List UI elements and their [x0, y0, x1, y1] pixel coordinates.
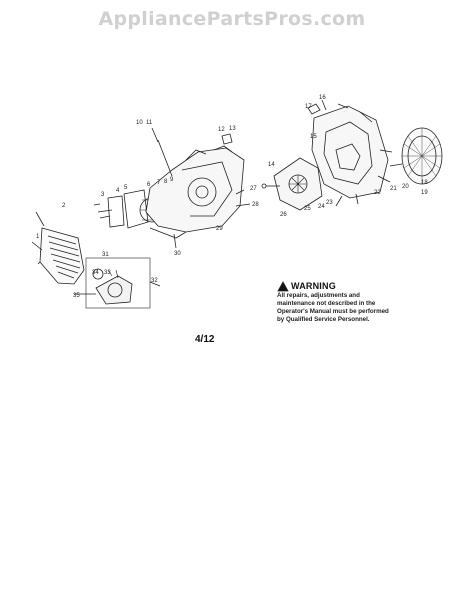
warning-icon-spacer: [277, 282, 288, 291]
part-number: 7: [157, 180, 161, 186]
part-number: 19: [421, 190, 428, 196]
warning-title: WARNING: [291, 281, 336, 291]
part-number: 34: [92, 270, 99, 276]
starter-assembly: [74, 257, 161, 309]
blower-housing: [307, 99, 393, 207]
part-number: 31: [102, 252, 109, 258]
part-number: 35: [73, 293, 80, 299]
part-number: 24: [318, 204, 325, 210]
intake-screen: [389, 127, 443, 185]
part-number: 4: [116, 188, 120, 194]
part-number: 23: [326, 200, 333, 206]
part-number: 16: [319, 95, 326, 101]
watermark: AppliancePartsPros.com: [98, 8, 366, 30]
page-number: 4/12: [195, 334, 215, 345]
part-number: 21: [390, 186, 397, 192]
part-number: 30: [174, 251, 181, 257]
part-number: 15: [310, 134, 317, 140]
part-number: 29: [216, 226, 223, 232]
part-number: 28: [252, 202, 259, 208]
part-number: 5: [124, 185, 128, 191]
part-number: 10: [136, 120, 143, 126]
part-number: 26: [280, 212, 287, 218]
part-number: 12: [218, 127, 225, 133]
part-number: 20: [402, 184, 409, 190]
engine-housing: [145, 127, 251, 249]
part-number: 17: [305, 104, 312, 110]
intake-cover: [31, 211, 85, 285]
part-number: 33: [104, 270, 111, 276]
warning-notice: WARNING All repairs, adjustments and mai…: [277, 281, 397, 324]
part-number: 2: [62, 203, 66, 209]
part-number: 13: [229, 126, 236, 132]
part-number: 27: [250, 186, 257, 192]
part-callouts: 1 2 3 4 5 6 7 8 9 10 11 12 13 14 15 16 1…: [36, 95, 428, 299]
warning-triangle-icon: [277, 281, 289, 292]
part-number: 32: [151, 278, 158, 284]
warning-text: All repairs, adjustments and maintenance…: [277, 292, 389, 323]
part-number: 1: [36, 234, 40, 240]
part-number: 22: [374, 190, 381, 196]
part-number: 25: [304, 206, 311, 212]
part-number: 3: [101, 192, 105, 198]
part-number: 18: [421, 180, 428, 186]
impeller: [261, 157, 323, 211]
part-number: 9: [170, 177, 174, 183]
part-number: 11: [146, 120, 153, 126]
part-number: 14: [268, 162, 275, 168]
part-number: 8: [164, 179, 168, 185]
part-number: 6: [147, 182, 151, 188]
